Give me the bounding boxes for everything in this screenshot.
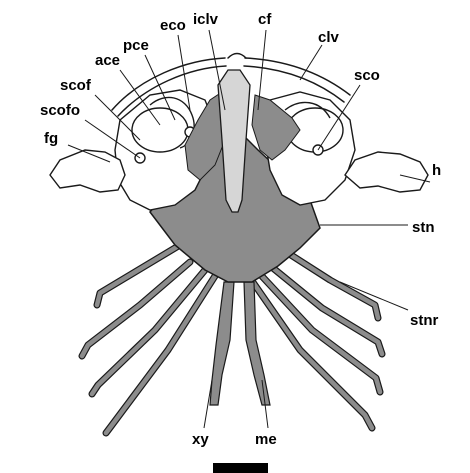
label-scof: scof — [60, 77, 92, 94]
label-sco: sco — [354, 67, 380, 84]
label-eco: eco — [160, 17, 186, 34]
label-cf: cf — [258, 11, 272, 28]
scale-bar — [213, 463, 268, 473]
label-ace: ace — [95, 52, 120, 69]
label-h: h — [432, 162, 441, 179]
label-fg: fg — [44, 130, 58, 147]
label-xy: xy — [192, 431, 209, 448]
humerus-right — [345, 152, 428, 192]
xiphoid-process — [210, 282, 234, 405]
label-pce: pce — [123, 37, 149, 54]
label-iclv: iclv — [193, 11, 219, 28]
label-clv: clv — [318, 29, 340, 46]
label-stn: stn — [412, 219, 435, 236]
label-stnr: stnr — [410, 312, 439, 329]
label-me: me — [255, 431, 277, 448]
humerus-left — [50, 150, 125, 192]
sternal-ribs-left — [82, 245, 215, 433]
label-scofo: scofo — [40, 102, 80, 119]
